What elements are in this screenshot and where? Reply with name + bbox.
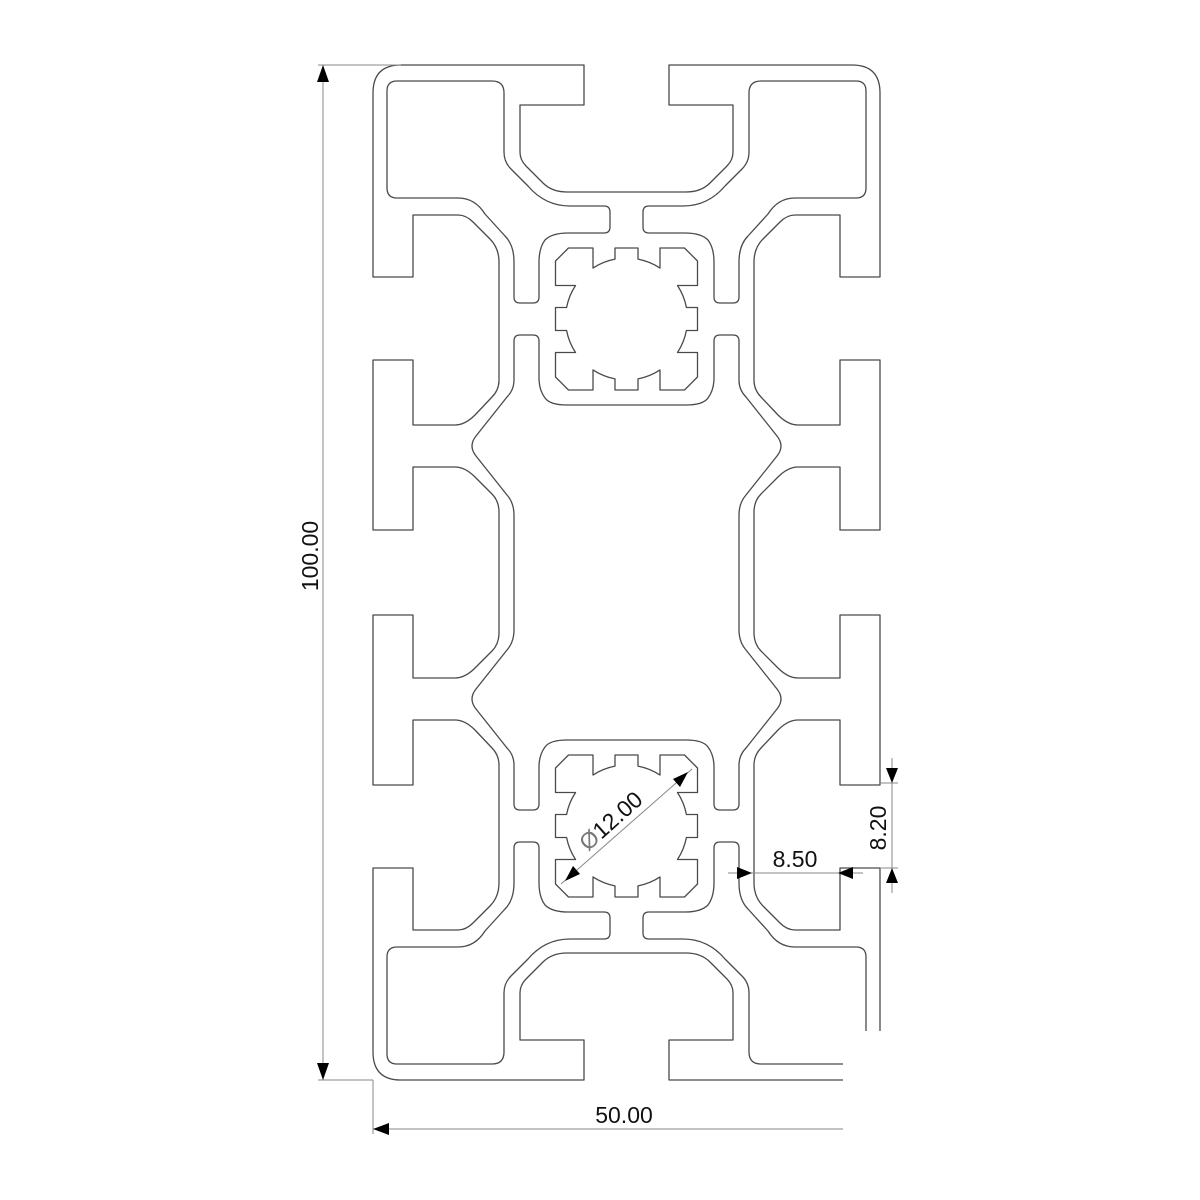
arrow-left-icon — [373, 1123, 389, 1135]
dimension-slot-offset: 8.50 — [728, 846, 863, 879]
arrow-up-icon — [886, 868, 898, 883]
view-clip-mask — [843, 1031, 903, 1141]
slot-offset-label: 8.50 — [773, 846, 818, 872]
dimension-width: 50.00 — [372, 1080, 843, 1135]
arrow-up-icon — [317, 65, 329, 82]
arrow-right-icon — [737, 867, 752, 879]
arrow-left-icon — [838, 867, 853, 879]
height-label: 100.00 — [297, 521, 323, 591]
width-label: 50.00 — [595, 1102, 653, 1128]
keyed-center-hole-bottom — [554, 754, 699, 898]
extrusion-profile — [372, 64, 881, 1081]
dimension-line — [560, 768, 693, 885]
dimension-diameter: Ø12.00 — [560, 768, 693, 885]
arrow-down-left-icon — [565, 866, 580, 881]
profile-quadrant-top-left — [372, 64, 628, 574]
profile-quadrant-top-right — [625, 64, 881, 574]
arrow-up-right-icon — [673, 772, 688, 787]
dimension-height: 100.00 — [297, 64, 401, 1081]
profile-quadrant-bottom-right — [625, 571, 881, 1081]
arrow-down-icon — [317, 1063, 329, 1080]
slot-width-label: 8.20 — [865, 806, 891, 851]
keyed-holes — [554, 247, 699, 898]
dimension-slot-width: 8.20 — [865, 758, 898, 893]
arrow-down-icon — [886, 768, 898, 783]
diameter-label: Ø12.00 — [574, 786, 648, 856]
keyed-center-hole-top — [554, 247, 699, 391]
